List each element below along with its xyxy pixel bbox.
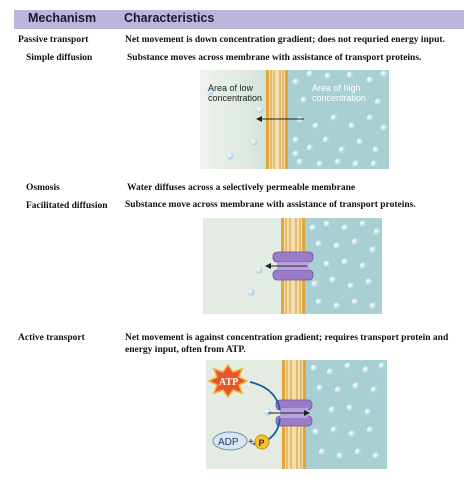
active-transport-figure: ATP ADP + P (206, 360, 387, 469)
high-label-1: Area of high (312, 83, 361, 93)
facilitated-diffusion-figure (203, 218, 382, 314)
atp-input-arrow (249, 381, 281, 411)
low-label-2: concentration (208, 93, 262, 103)
high-concentration-region (305, 218, 382, 314)
low-concentration-region (200, 70, 266, 169)
simple-diffusion-label: Simple diffusion (26, 53, 93, 63)
plus-sign: + (248, 437, 254, 448)
mechanism-column-header: Mechanism (28, 11, 97, 25)
table-header: Mechanism Characteristics (14, 10, 464, 29)
phosphate-label: P (259, 438, 265, 448)
facilitated-diffusion-label: Facilitated diffusion (26, 201, 108, 211)
low-label-1: Area of low (208, 83, 254, 93)
passive-transport-label: Passive transport (18, 35, 89, 45)
atp-label: ATP (219, 377, 238, 388)
passive-transport-description: Net movement is down concentration gradi… (125, 35, 445, 45)
adp-bubble-icon: ADP + P (212, 431, 270, 451)
characteristics-column-header: Characteristics (124, 11, 215, 25)
simple-diffusion-description: Substance moves across membrane with ass… (127, 53, 422, 63)
osmosis-label: Osmosis (26, 183, 60, 193)
adp-label: ADP (218, 437, 239, 448)
simple-diffusion-figure: Area of low concentration Area of high c… (200, 70, 389, 169)
high-label-2: concentration (312, 93, 366, 103)
high-concentration-region (306, 360, 387, 469)
atp-starburst-icon: ATP (207, 363, 249, 399)
facilitated-diffusion-description: Substance move across membrane with assi… (125, 200, 416, 210)
active-transport-description: Net movement is against concentration gr… (125, 333, 449, 355)
active-transport-label: Active transport (18, 333, 85, 343)
osmosis-description: Water diffuses across a selectively perm… (127, 183, 356, 193)
